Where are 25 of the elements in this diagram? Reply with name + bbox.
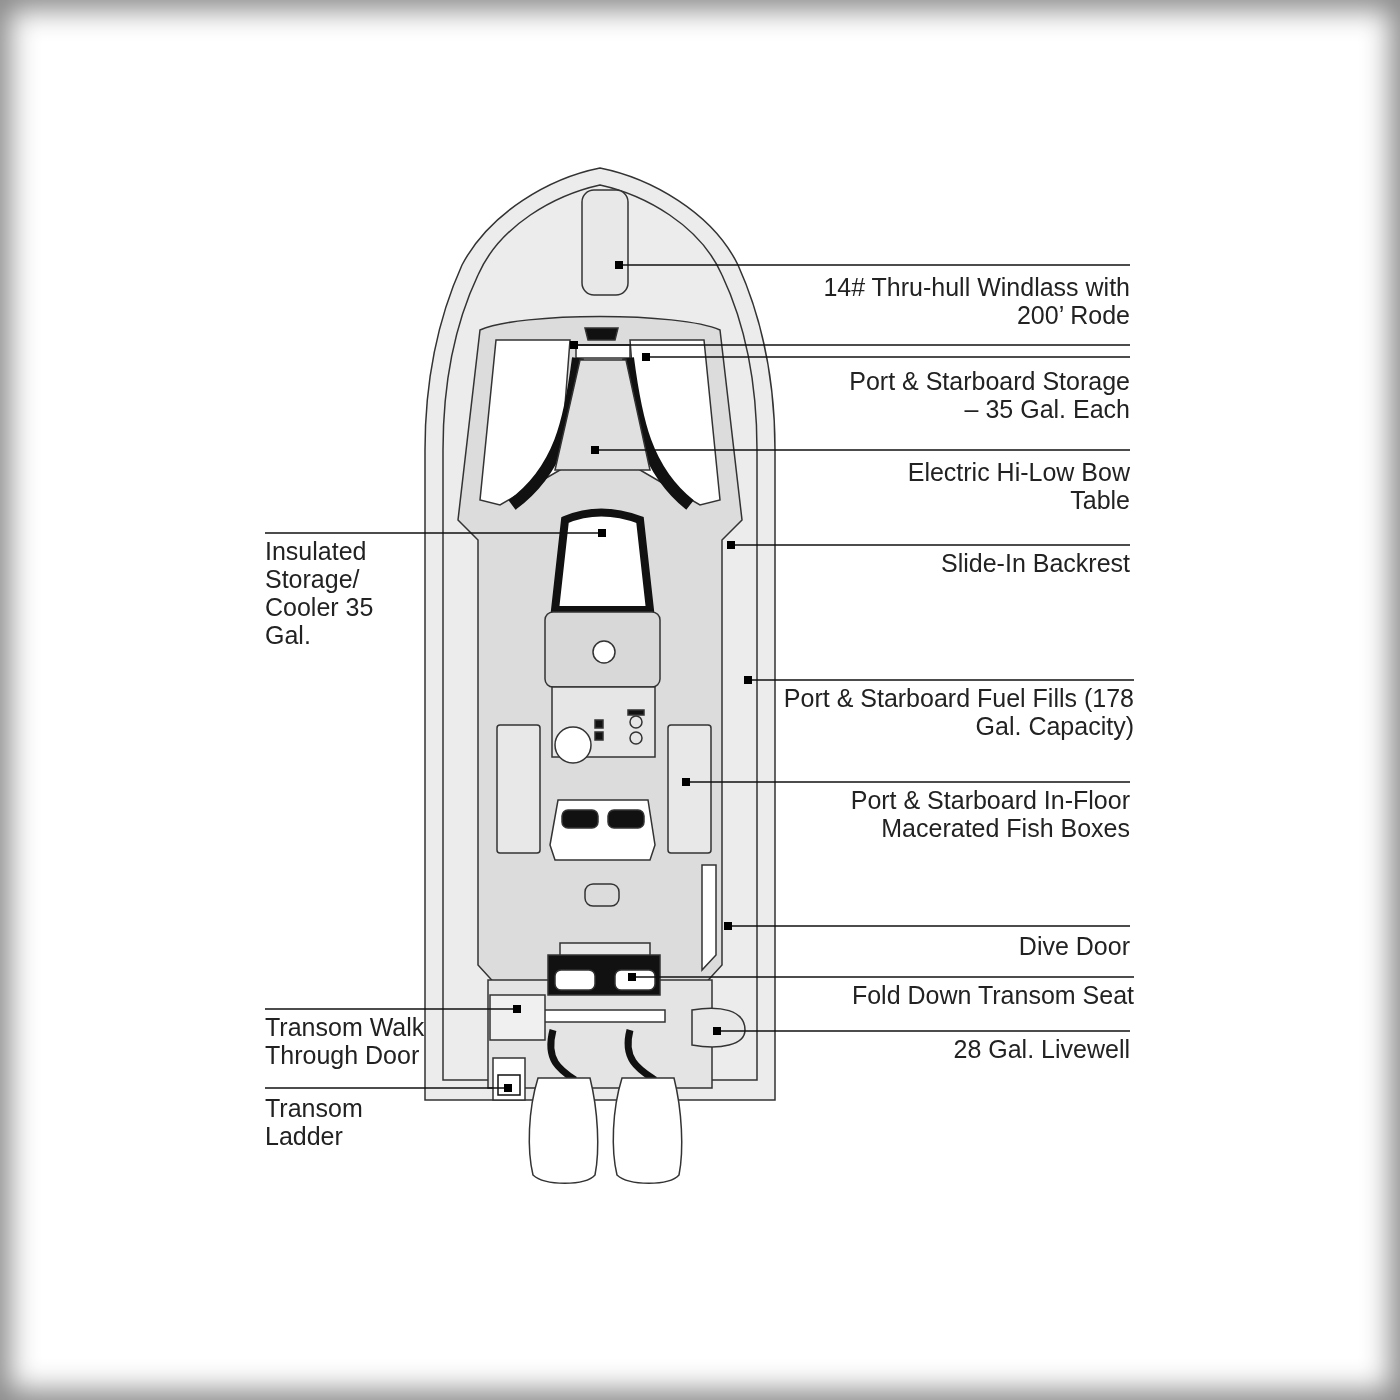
leader-line xyxy=(570,341,1131,349)
leader-line xyxy=(264,1084,512,1092)
leader-line xyxy=(264,529,606,537)
callout-label: Insulated Storage/ Cooler 35 Gal. xyxy=(265,537,375,649)
leader-line xyxy=(727,541,1131,549)
callout-label: Port & Starboard In-Floor Macerated Fish Boxes xyxy=(849,786,1130,842)
callout-label: Slide-In Backrest xyxy=(940,549,1130,577)
leader-line xyxy=(615,261,1131,269)
callout-label: Port & Starboard Storage – 35 Gal. Each xyxy=(848,367,1130,423)
callout-label: Port & Starboard Fuel Fills (178 Gal. Capacity) xyxy=(782,684,1134,740)
callout-label: Fold Down Transom Seat xyxy=(850,981,1134,1009)
leader-line xyxy=(713,1027,1131,1035)
callout-label: Electric Hi-Low Bow Table xyxy=(906,458,1130,514)
leader-line xyxy=(642,353,1131,361)
leader-line xyxy=(591,446,1131,454)
leader-line xyxy=(628,973,1135,981)
leader-line xyxy=(682,778,1131,786)
callout-label: 14# Thru-hull Windlass with 200’ Rode xyxy=(822,273,1130,329)
leader-line xyxy=(264,1005,521,1013)
callout-label: Dive Door xyxy=(1017,932,1130,960)
leader-line xyxy=(744,676,1135,684)
callout-label: Transom Ladder xyxy=(265,1094,364,1150)
leader-line xyxy=(724,922,1131,930)
callout-label: 28 Gal. Livewell xyxy=(952,1035,1130,1063)
callout-label: Transom Walk Through Door xyxy=(265,1013,426,1069)
